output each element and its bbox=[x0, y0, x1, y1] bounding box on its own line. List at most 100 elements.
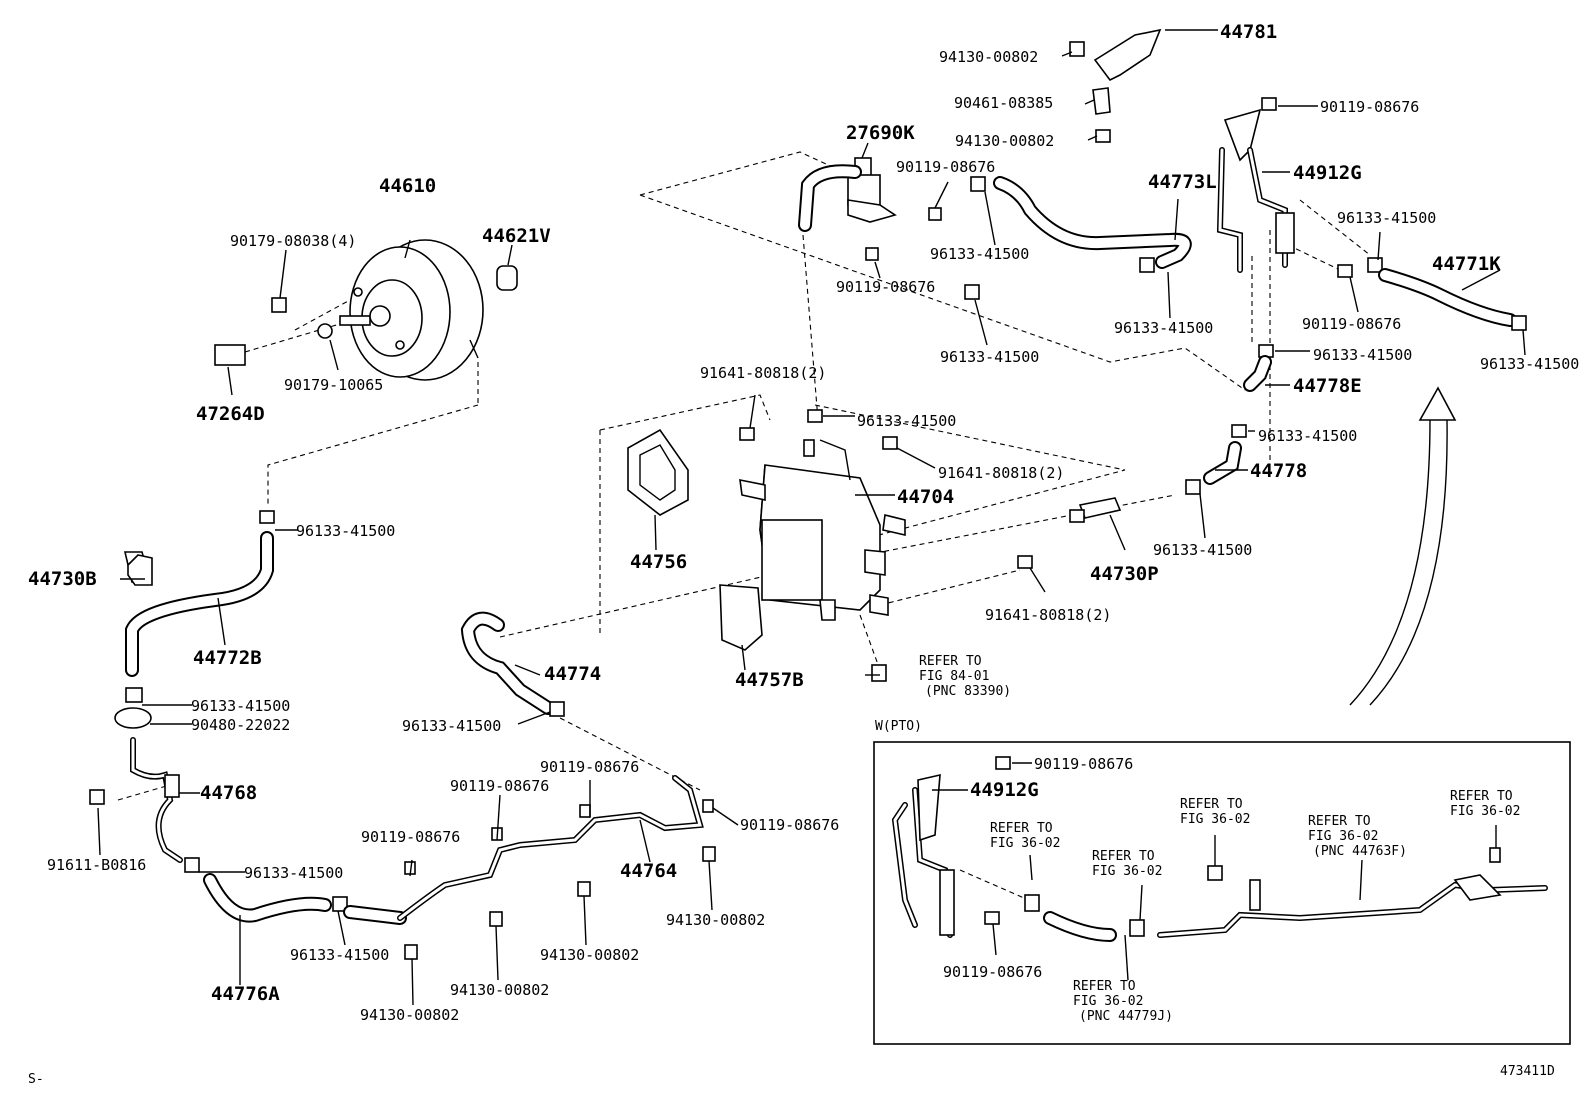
label-90461-08385: 90461-08385 bbox=[954, 94, 1053, 112]
view-arrow bbox=[1349, 386, 1457, 706]
ref-d-line1: REFER TO bbox=[1308, 814, 1371, 829]
label-94130-00802-f: 94130-00802 bbox=[666, 911, 765, 929]
label-94130-00802-top: 94130-00802 bbox=[939, 48, 1038, 66]
inset-box bbox=[873, 741, 1571, 1045]
booster-small-parts bbox=[214, 265, 518, 366]
label-44774: 44774 bbox=[544, 663, 601, 685]
label-90179-08038: 90179-08038(4) bbox=[230, 232, 356, 250]
label-96133-41500-n: 96133-41500 bbox=[290, 946, 389, 964]
label-96133-41500-c: 96133-41500 bbox=[940, 348, 1039, 366]
left-hose-assembly bbox=[89, 510, 348, 923]
part-labels: 44781 94130-00802 90461-08385 94130-0080… bbox=[28, 21, 1579, 1024]
label-96133-41500-a: 96133-41500 bbox=[930, 245, 1029, 263]
label-96133-41500-d: 96133-41500 bbox=[1337, 209, 1436, 227]
label-90119-08676-d: 90119-08676 bbox=[361, 828, 460, 846]
part-44730B bbox=[127, 554, 153, 586]
hose-44778E-44778 bbox=[1185, 344, 1274, 495]
label-44757B: 44757B bbox=[735, 669, 804, 691]
leader-lines bbox=[97, 29, 1526, 1006]
label-90119-08676-b: 90119-08676 bbox=[836, 278, 935, 296]
label-44771K: 44771K bbox=[1432, 253, 1501, 275]
label-44730P: 44730P bbox=[1090, 563, 1159, 585]
label-90119-08676-c: 90119-08676 bbox=[1302, 315, 1401, 333]
label-44704: 44704 bbox=[897, 486, 954, 508]
ref-b-line1: REFER TO bbox=[1092, 849, 1155, 864]
bracket-44756 bbox=[627, 428, 689, 516]
label-90119-08676-f: 90119-08676 bbox=[540, 758, 639, 776]
label-44773L: 44773L bbox=[1148, 171, 1217, 193]
inset-title: W(PTO) bbox=[875, 719, 922, 734]
ref-f-line2: FIG 36-02 bbox=[1073, 994, 1143, 1009]
label-96133-41500-f: 96133-41500 bbox=[1480, 355, 1579, 373]
ref-d-line3: (PNC 44763F) bbox=[1313, 844, 1407, 859]
label-90119-08676-a: 90119-08676 bbox=[896, 158, 995, 176]
label-94130-00802-b: 94130-00802 bbox=[955, 132, 1054, 150]
label-90480-22022: 90480-22022 bbox=[191, 716, 290, 734]
bracket-44781-group bbox=[1069, 28, 1162, 143]
label-94130-00802-e: 94130-00802 bbox=[540, 946, 639, 964]
label-96133-41500-l: 96133-41500 bbox=[402, 717, 501, 735]
hose-44774 bbox=[460, 611, 565, 717]
ref-c-line2: FIG 36-02 bbox=[1180, 812, 1250, 827]
label-44764: 44764 bbox=[620, 860, 677, 882]
label-90119-08676-inset-b: 90119-08676 bbox=[943, 963, 1042, 981]
label-96133-41500-h: 96133-41500 bbox=[1258, 427, 1357, 445]
bracket-44757B bbox=[719, 584, 763, 651]
ref-f-line3: (PNC 44779J) bbox=[1079, 1009, 1173, 1024]
label-96133-41500-i: 96133-41500 bbox=[1153, 541, 1252, 559]
label-44781: 44781 bbox=[1220, 21, 1277, 43]
label-91611-B0816: 91611-B0816 bbox=[47, 856, 146, 874]
ref-b-line2: FIG 36-02 bbox=[1092, 864, 1162, 879]
label-91641-80818-a: 91641-80818(2) bbox=[700, 364, 826, 382]
label-27690K: 27690K bbox=[846, 122, 915, 144]
label-44776A: 44776A bbox=[211, 983, 280, 1005]
ref-d-line2: FIG 36-02 bbox=[1308, 829, 1378, 844]
ref-e-line1: REFER TO bbox=[1450, 789, 1513, 804]
label-96133-41500-b: 96133-41500 bbox=[1114, 319, 1213, 337]
brake-booster bbox=[339, 239, 484, 381]
label-96133-41500-j: 96133-41500 bbox=[296, 522, 395, 540]
label-90119-08676-top: 90119-08676 bbox=[1320, 98, 1419, 116]
label-96133-41500-e: 96133-41500 bbox=[1313, 346, 1412, 364]
label-90179-10065: 90179-10065 bbox=[284, 376, 383, 394]
catalog-number: 473411D bbox=[1500, 1064, 1555, 1079]
hose-44771K bbox=[1378, 268, 1527, 331]
label-44621V: 44621V bbox=[482, 225, 551, 247]
reservoir-tank-44704 bbox=[739, 439, 906, 621]
label-44768: 44768 bbox=[200, 782, 257, 804]
ref-84-01-line3: (PNC 83390) bbox=[925, 684, 1011, 699]
label-94130-00802-d: 94130-00802 bbox=[450, 981, 549, 999]
ref-c-line1: REFER TO bbox=[1180, 797, 1243, 812]
ref-84-01-line1: REFER TO bbox=[919, 654, 982, 669]
ref-a-line2: FIG 36-02 bbox=[990, 836, 1060, 851]
label-47264D: 47264D bbox=[196, 403, 265, 425]
label-44778: 44778 bbox=[1250, 460, 1307, 482]
label-96133-41500-g: 96133-41500 bbox=[857, 412, 956, 430]
label-94130-00802-c: 94130-00802 bbox=[360, 1006, 459, 1024]
ref-a-line1: REFER TO bbox=[990, 821, 1053, 836]
label-44610: 44610 bbox=[379, 175, 436, 197]
vsv-27690K bbox=[798, 157, 942, 261]
label-90119-08676-g: 90119-08676 bbox=[740, 816, 839, 834]
hose-44773L bbox=[964, 176, 1192, 300]
ref-84-01-line2: FIG 84-01 bbox=[919, 669, 989, 684]
label-91641-80818-b: 91641-80818(2) bbox=[938, 464, 1064, 482]
check-valve-44730P bbox=[1069, 497, 1122, 523]
reference-notes: REFER TO FIG 84-01 (PNC 83390) REFER TO … bbox=[919, 654, 1520, 1024]
label-96133-41500-k: 96133-41500 bbox=[191, 697, 290, 715]
ref-e-line2: FIG 36-02 bbox=[1450, 804, 1520, 819]
label-91641-80818-c: 91641-80818(2) bbox=[985, 606, 1111, 624]
label-44778E: 44778E bbox=[1293, 375, 1362, 397]
label-44756: 44756 bbox=[630, 551, 687, 573]
label-90119-08676-e: 90119-08676 bbox=[450, 777, 549, 795]
ref-f-line1: REFER TO bbox=[1073, 979, 1136, 994]
footer-mark: S- bbox=[28, 1072, 44, 1087]
tank-fasteners bbox=[739, 409, 1033, 682]
label-44772B: 44772B bbox=[193, 647, 262, 669]
label-96133-41500-m: 96133-41500 bbox=[244, 864, 343, 882]
label-44912G-inset: 44912G bbox=[970, 779, 1039, 801]
label-44912G: 44912G bbox=[1293, 162, 1362, 184]
label-44730B: 44730B bbox=[28, 568, 97, 590]
pipe-44912G bbox=[1216, 97, 1383, 278]
